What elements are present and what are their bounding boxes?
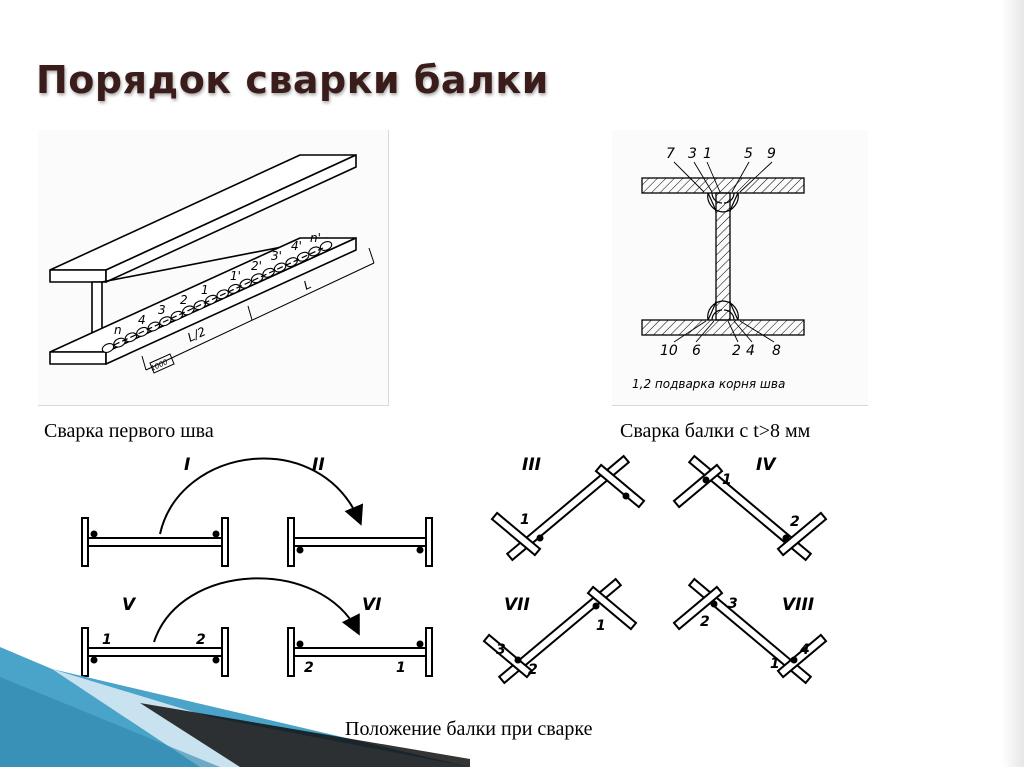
caption-beam-thick: Сварка балки с t>8 мм bbox=[620, 420, 811, 442]
section-label-9: 9 bbox=[767, 146, 776, 162]
weld-number-IV-2: 2 bbox=[790, 514, 800, 530]
weld-number-V-2: 2 bbox=[196, 632, 206, 648]
beam-section-panel: 7 3 1 5 9 10 6 2 4 8 1,2 подварка корня … bbox=[612, 130, 868, 406]
weld-label-4p: 4' bbox=[291, 239, 302, 253]
beam-position-7 bbox=[497, 577, 623, 685]
weld-label-2: 2 bbox=[180, 293, 188, 307]
slide-edge-shadow bbox=[1002, 0, 1024, 767]
isometric-beam-drawing: n 4 3 2 1 1' 2' 3' 4' n' L/2 L bbox=[49, 154, 375, 374]
beam-position-6 bbox=[287, 627, 433, 677]
section-label-7: 7 bbox=[666, 146, 675, 162]
weld-number-VII-3: 3 bbox=[496, 642, 506, 658]
section-note: 1,2 подварка корня шва bbox=[632, 377, 785, 391]
section-label-3: 3 bbox=[688, 146, 697, 162]
weld-positions-panel: I II III IV V VI VII VIII 1 1 2 1 2 2 1 … bbox=[50, 446, 870, 702]
weld-number-VI-2: 2 bbox=[304, 660, 314, 676]
beam-position-5 bbox=[81, 627, 229, 677]
weld-label-1p: 1' bbox=[230, 269, 241, 283]
weld-label-n: n bbox=[114, 323, 122, 337]
weld-label-4: 4 bbox=[138, 313, 146, 327]
section-label-10: 10 bbox=[660, 343, 678, 359]
decorative-corner-graphic bbox=[0, 647, 470, 767]
section-label-8: 8 bbox=[772, 343, 781, 359]
section-label-6: 6 bbox=[692, 343, 701, 359]
caption-first-weld: Сварка первого шва bbox=[44, 420, 214, 442]
position-label-V: V bbox=[122, 595, 137, 615]
position-label-IV: IV bbox=[756, 455, 777, 475]
dimension-half-length: L/2 bbox=[185, 324, 208, 344]
dimension-full-length: L bbox=[301, 277, 313, 293]
weld-label-1: 1 bbox=[201, 283, 209, 297]
section-label-1: 1 bbox=[703, 146, 712, 162]
beam-position-8 bbox=[687, 577, 813, 685]
beam-section-drawing: 7 3 1 5 9 10 6 2 4 8 1,2 подварка корня … bbox=[632, 146, 805, 391]
section-label-2: 2 bbox=[732, 343, 741, 359]
position-label-VI: VI bbox=[362, 595, 381, 615]
weld-number-VIII-2: 2 bbox=[700, 614, 710, 630]
weld-number-VIII-4: 4 bbox=[799, 642, 810, 658]
isometric-beam-panel: n 4 3 2 1 1' 2' 3' 4' n' L/2 L bbox=[38, 130, 389, 406]
beam-position-4 bbox=[687, 454, 813, 562]
weld-number-III-1: 1 bbox=[520, 512, 530, 528]
caption-positions: Положение балки при сварке bbox=[345, 718, 593, 740]
weld-number-IV-1: 1 bbox=[722, 472, 732, 488]
weld-number-VIII-1: 1 bbox=[770, 656, 780, 672]
position-label-VIII: VIII bbox=[782, 595, 814, 615]
weld-label-np: n' bbox=[310, 231, 321, 245]
position-label-I: I bbox=[184, 455, 190, 475]
weld-label-3p: 3' bbox=[271, 249, 282, 263]
weld-number-VIII-3: 3 bbox=[728, 596, 738, 612]
beam-position-1 bbox=[81, 517, 229, 567]
weld-label-2p: 2' bbox=[251, 259, 262, 273]
weld-number-VI-1: 1 bbox=[396, 660, 406, 676]
weld-number-VII-2: 2 bbox=[528, 662, 538, 678]
weld-number-V-1: 1 bbox=[102, 632, 112, 648]
weld-label-3: 3 bbox=[158, 303, 166, 317]
position-label-VII: VII bbox=[504, 595, 530, 615]
section-label-4: 4 bbox=[746, 343, 755, 359]
beam-position-3 bbox=[505, 454, 631, 562]
weld-positions-drawing: I II III IV V VI VII VIII 1 1 2 1 2 2 1 … bbox=[81, 454, 828, 685]
position-label-III: III bbox=[522, 455, 541, 475]
weld-bead-segment bbox=[101, 343, 115, 353]
section-label-5: 5 bbox=[744, 146, 753, 162]
position-label-II: II bbox=[312, 455, 325, 475]
slide-title: Порядок сварки балки bbox=[36, 58, 549, 102]
beam-position-2 bbox=[287, 517, 433, 567]
weld-number-VII-1: 1 bbox=[596, 618, 606, 634]
